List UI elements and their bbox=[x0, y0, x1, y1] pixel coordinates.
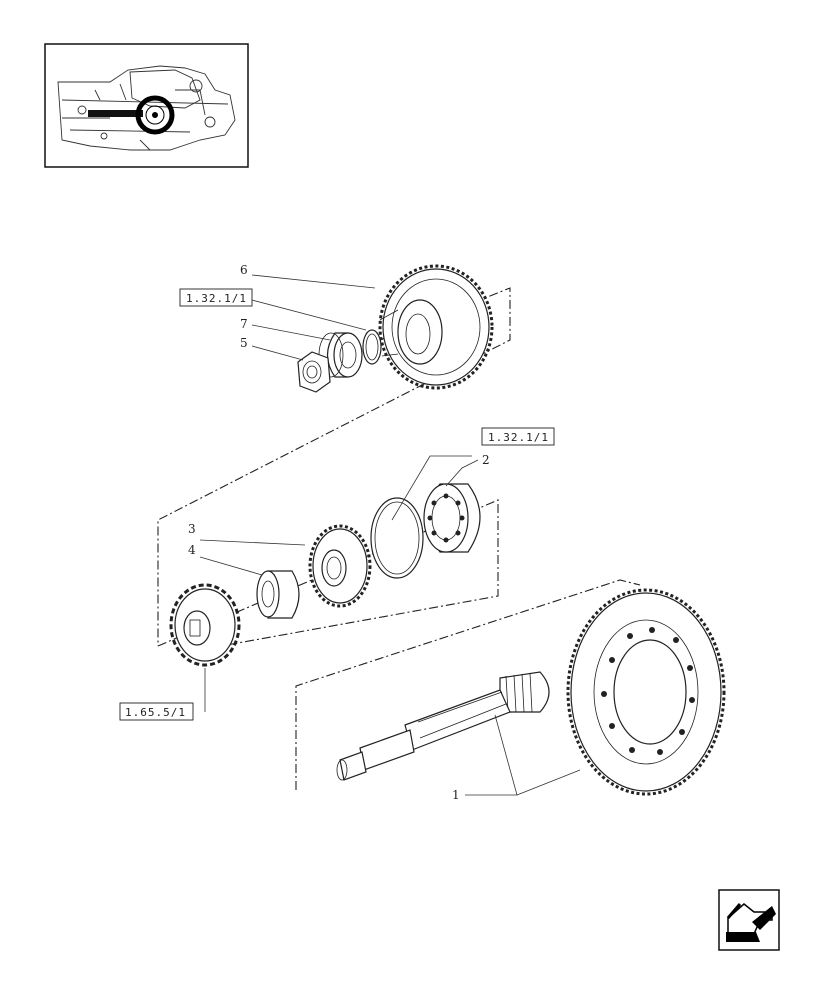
reference-box-middle[interactable]: 1.32.1/1 bbox=[481, 427, 555, 446]
reference-top-label: 1.32.1/1 bbox=[186, 292, 247, 305]
callout-1: 1 bbox=[452, 788, 460, 802]
reference-box-top[interactable]: 1.32.1/1 bbox=[179, 288, 253, 307]
spur-gear-6 bbox=[378, 264, 494, 390]
snap-ring-upper bbox=[362, 329, 382, 365]
callout-6: 6 bbox=[240, 263, 248, 277]
snap-ring-middle bbox=[370, 497, 424, 579]
splined-gear bbox=[169, 583, 241, 667]
back-arrow-icon[interactable] bbox=[718, 889, 780, 951]
spur-gear-3 bbox=[308, 524, 372, 608]
callout-4: 4 bbox=[188, 543, 196, 557]
callout-5: 5 bbox=[240, 336, 248, 350]
callout-3: 3 bbox=[188, 522, 196, 536]
upper-group-boundary bbox=[157, 287, 511, 646]
sleeve-4 bbox=[256, 570, 300, 619]
shaft-group-boundary bbox=[295, 579, 641, 790]
reference-box-bottom[interactable]: 1.65.5/1 bbox=[119, 702, 194, 721]
nut-5 bbox=[297, 351, 331, 393]
highlighted-assembly bbox=[88, 95, 175, 135]
reference-bottom-label: 1.65.5/1 bbox=[125, 706, 186, 719]
callout-7: 7 bbox=[240, 317, 248, 331]
overview-thumbnail bbox=[44, 43, 249, 168]
leader-lines bbox=[199, 274, 581, 796]
ring-gear-1 bbox=[566, 588, 726, 796]
pinion-shaft bbox=[336, 671, 550, 781]
callout-2: 2 bbox=[482, 453, 490, 467]
reference-middle-label: 1.32.1/1 bbox=[488, 431, 549, 444]
tractor-sketch bbox=[57, 65, 236, 151]
bearing-2 bbox=[423, 483, 481, 553]
